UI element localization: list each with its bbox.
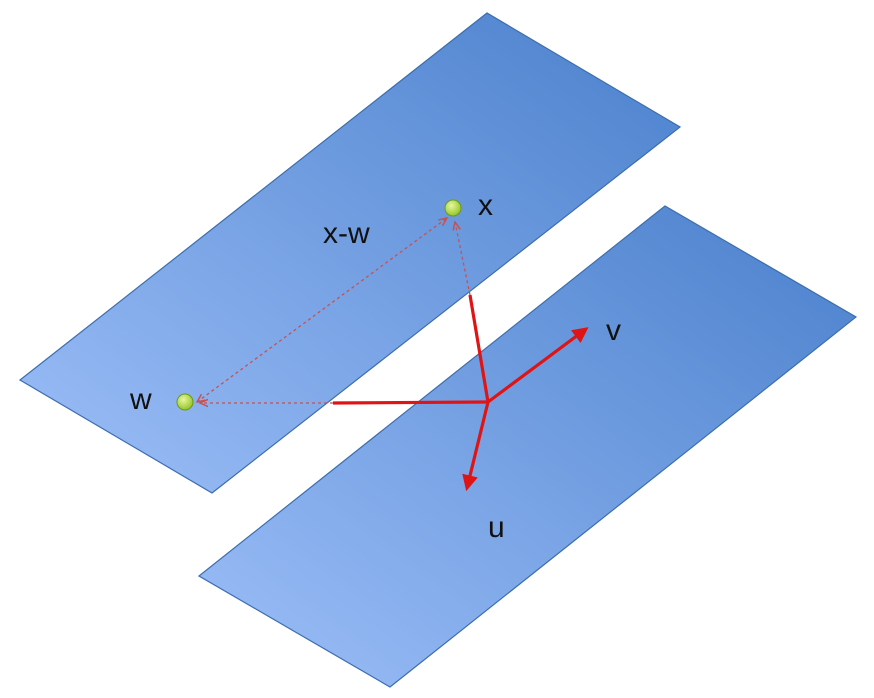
v-vector (487, 327, 589, 404)
dashed-to-x (455, 222, 471, 296)
u-vector (462, 401, 490, 492)
axis-up (468, 294, 490, 403)
point-w (176, 393, 194, 411)
label-v: v (606, 314, 621, 347)
label-w: w (129, 383, 152, 416)
label-x-minus-w: x-w (323, 217, 370, 250)
point-x (444, 199, 462, 217)
lower-plane (197, 205, 858, 688)
label-u: u (488, 511, 505, 544)
label-x: x (478, 189, 493, 222)
x-minus-w-vector (197, 218, 447, 402)
axis-left (332, 400, 489, 405)
